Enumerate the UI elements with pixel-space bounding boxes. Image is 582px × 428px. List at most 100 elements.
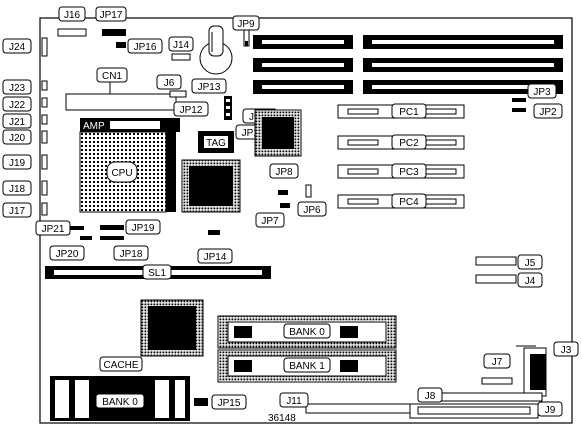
j24-connector: J24 [2,37,48,57]
jp7-label: JP7 [261,216,279,227]
isa-slots [253,35,563,94]
j7-connector: J7 [481,353,513,385]
j14-connector: J14 [168,36,194,61]
pci-slot-4: PC4 [337,193,465,209]
chipset-chip-2 [181,159,241,213]
j21-label: J21 [9,117,26,128]
tag-label: TAG [206,138,226,149]
j24-label: J24 [9,42,26,53]
j4-label: J4 [525,276,536,287]
cache-bank: CACHE BANK 0 [50,356,190,421]
j16-connector: J16 [57,6,87,37]
jp15-label: JP15 [218,398,241,409]
jp17-label: JP17 [100,10,123,21]
jp20-jumper: JP20 [49,236,92,261]
cn1-label: CN1 [102,71,122,82]
simm-bank-0: BANK 0 [217,315,397,349]
j5-label: J5 [525,258,536,269]
simm-bank-1: BANK 1 [217,349,397,383]
pc2-label: PC2 [399,138,419,149]
pci-slot-3: PC3 [337,163,465,179]
j5-connector: J5 [475,254,543,270]
cpu-label: CPU [111,168,132,179]
bank1-label: BANK 1 [289,361,325,372]
battery [199,25,233,75]
pc3-label: PC3 [399,167,419,178]
jp20-label: JP20 [56,249,79,260]
jp19-jumper: JP19 [100,219,161,235]
j6-label: J6 [164,78,175,89]
j8-connector: J8 [417,387,543,403]
j20-label: J20 [9,133,26,144]
cache-label: CACHE [103,360,138,371]
tag-chip: TAG [198,131,234,153]
board-id-label: 36148 [268,413,296,424]
j9-connector: J9 [409,401,563,419]
sl1-slot: SL1 [45,264,271,280]
cache-bank0-label: BANK 0 [102,397,138,408]
isa-slot [363,35,563,49]
j3-label: J3 [561,345,572,356]
isa-slot [253,35,353,49]
pci-slots: PC1 PC2 PC3 PC4 [337,103,465,209]
pc1-label: PC1 [399,107,419,118]
jp13-label: JP13 [198,82,221,93]
j4-connector: J4 [475,272,543,288]
jp2-label: JP2 [539,107,557,118]
j17-connector: J17 [2,202,48,218]
sl1-label: SL1 [148,268,166,279]
isa-slot [253,58,353,72]
jp10-label: JP10 [242,128,265,139]
j18-label: J18 [9,184,26,195]
jp6-label: JP6 [303,205,321,216]
jp16-jumper: JP16 [116,38,163,54]
jp3-jumper: JP3 [512,83,557,102]
jp8-label: JP8 [275,167,293,178]
isa-slot [363,80,563,94]
j23-connector: J23 [2,79,48,95]
j20-connector: J20 [2,129,48,145]
pci-slot-2: PC2 [337,134,465,150]
jp12-jumper: JP12 [173,101,209,117]
isa-slot [253,80,353,94]
jp2-jumper: JP2 [512,103,563,119]
j8-label: J8 [425,391,436,402]
isa-slot [363,58,563,72]
pc4-label: PC4 [399,197,419,208]
jp12-label: JP12 [180,105,203,116]
j11-label: J11 [286,396,302,407]
jp9-label: JP9 [237,19,255,30]
amp-label: AMP [83,121,105,132]
j22-label: J22 [9,100,26,111]
j9-label: J9 [545,405,556,416]
j17-label: J17 [9,206,26,217]
jp18-jumper: JP18 [100,236,149,261]
j21-connector: J21 [2,113,48,129]
jp8-jumper: JP8 [269,163,299,195]
j22-connector: J22 [2,96,48,112]
j6-connector: J6 [156,74,187,98]
jp17-jumper: JP17 [95,6,127,36]
controller-chip [140,299,204,357]
jp7-jumper: JP7 [255,203,290,228]
jp18-label: JP18 [120,249,143,260]
bank0-top-label: BANK 0 [289,327,325,338]
j7-label: J7 [492,357,503,368]
j11-connector: J11 [279,392,449,414]
jp14-jumper: JP14 [197,230,233,264]
j16-label: J16 [64,10,81,21]
jp14-label: JP14 [204,252,227,263]
jp9-jumper: JP9 [232,15,260,47]
jp15-jumper: JP15 [194,394,247,410]
chipset-chip-1 [254,109,302,157]
jp6-jumper: JP6 [297,184,327,217]
jp13-jumper: JP13 [191,78,232,120]
j18-connector: J18 [2,180,48,196]
jp3-label: JP3 [533,87,551,98]
jp21-label: JP21 [42,224,65,235]
j19-label: J19 [9,158,26,169]
j3-connector: J3 [516,341,579,397]
jp21-jumper: JP21 [35,220,84,236]
pci-slot-1: PC1 [337,103,465,119]
